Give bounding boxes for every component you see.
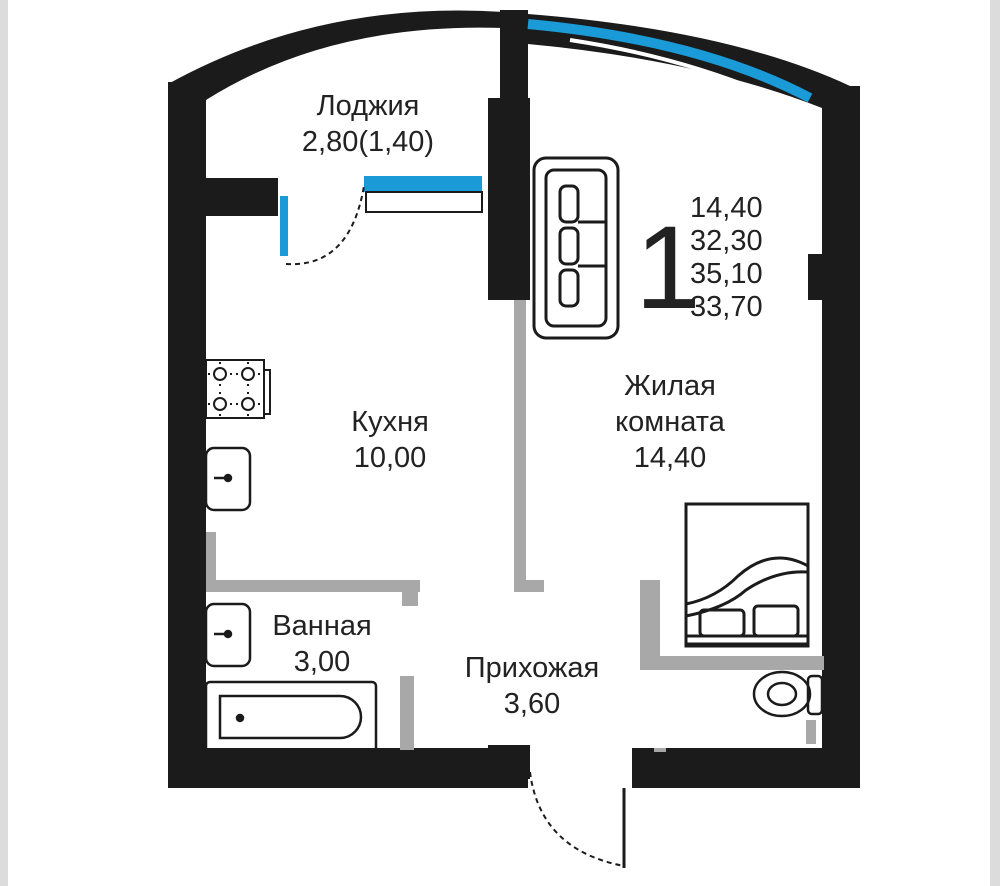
partition-bath-stub	[402, 580, 418, 606]
room-name-bathroom: Ванная	[272, 610, 372, 642]
room-area-living: 14,40	[633, 442, 707, 474]
toilet-icon	[752, 670, 824, 718]
partition-wc-door	[806, 720, 816, 744]
room-label-bathroom: Ванная 3,00	[252, 608, 392, 680]
wall-loggia-arc	[168, 10, 504, 100]
room-area-hallway: 3,60	[503, 688, 561, 720]
room-area-bathroom: 3,00	[293, 646, 351, 678]
loggia-door-glass	[364, 176, 482, 192]
room-name-hallway: Прихожая	[464, 652, 600, 684]
apartment-area-list: 14,40 32,30 35,10 33,70	[690, 192, 810, 324]
partitions	[206, 300, 824, 752]
left-frame-border	[0, 0, 8, 886]
loggia-door-frame	[365, 191, 483, 213]
kitchen-sink-icon	[204, 446, 252, 512]
room-name-kitchen: Кухня	[351, 406, 429, 438]
room-label-loggia: Лоджия 2,80(1,40)	[268, 88, 468, 160]
window-arc	[527, 19, 813, 103]
wall-loggia-left	[206, 178, 278, 216]
wall-left	[168, 82, 206, 788]
walls	[168, 10, 860, 788]
wall-right-pier	[808, 254, 838, 300]
stove-icon	[205, 359, 271, 419]
partition-kitchen-bath	[206, 580, 420, 592]
room-name-living-line2: комната	[615, 406, 725, 438]
area-reduced: 33,70	[690, 291, 763, 323]
room-label-living: Жилая комната 14,40	[580, 368, 760, 476]
sofa-icon	[532, 156, 620, 340]
room-label-hallway: Прихожая 3,60	[432, 650, 632, 722]
wall-right	[822, 86, 860, 788]
room-count: 1	[635, 202, 701, 334]
area-living: 14,40	[690, 192, 763, 224]
wall-center-pier	[488, 98, 530, 300]
loggia-window-glass	[280, 196, 288, 256]
partition-kitchen-room-foot	[514, 580, 544, 592]
bed-icon	[684, 502, 810, 648]
room-name-living-line1: Жилая	[624, 370, 716, 402]
wall-bottom-left-stub	[488, 745, 530, 779]
partition-wc-top	[640, 656, 824, 670]
area-with-loggia: 35,10	[690, 258, 763, 290]
partition-kitchen-niche	[206, 532, 216, 582]
window-arc-frame	[569, 38, 791, 106]
area-total: 32,30	[690, 225, 763, 257]
partition-kitchen-room	[514, 300, 526, 590]
room-name-loggia: Лоджия	[316, 90, 420, 122]
entrance-door-swing	[529, 771, 625, 867]
door-swing-icon	[285, 185, 365, 266]
partition-room-hall	[640, 580, 660, 670]
room-area-loggia: 2,80(1,40)	[301, 126, 435, 158]
right-frame-border	[990, 0, 1000, 886]
room-area-kitchen: 10,00	[353, 442, 427, 474]
wall-center-top	[500, 10, 528, 102]
room-label-kitchen: Кухня 10,00	[320, 404, 460, 476]
wall-bottom-left	[168, 748, 528, 788]
bathroom-sink-icon	[204, 602, 252, 668]
partition-bath-door	[400, 676, 414, 750]
partition-wc-stub	[654, 748, 666, 752]
bathtub-icon	[204, 680, 378, 754]
